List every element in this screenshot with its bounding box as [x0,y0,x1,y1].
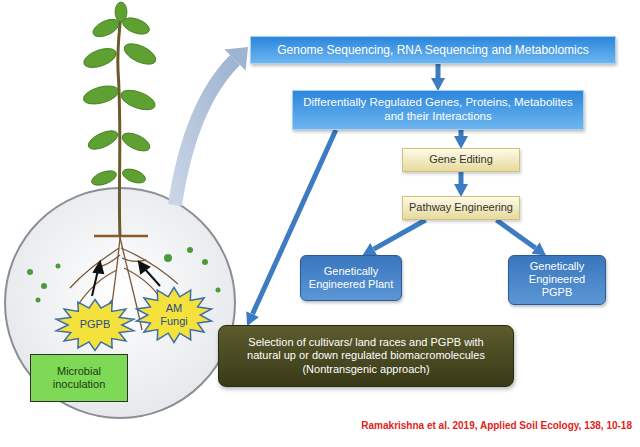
leaf [86,127,121,153]
curved-arrow-head [224,47,248,71]
leaf [119,129,152,154]
leaf [90,16,121,41]
step-box: Gene Editing [402,148,520,172]
process-box: Genome Sequencing, RNA Sequencing and Me… [250,36,616,64]
inoculation-arrows [92,262,160,296]
microbe-dot [187,247,193,253]
starburst: PGPB [54,298,136,352]
outcome-box: Genetically Engineered PGPB [508,255,606,305]
flow-arrow [374,220,426,249]
approach-box: Selection of cultivars/ land races and P… [218,325,514,387]
microbe-dot [202,259,208,265]
box-label: Genome Sequencing, RNA Sequencing and Me… [277,43,589,57]
flow-arrow [436,64,441,78]
root [120,237,142,330]
leaf [118,86,157,113]
leaf [90,168,119,188]
root [78,270,117,305]
box-label: PGPB [80,318,111,331]
inoculation-arrow [92,270,98,296]
microbe-dot [56,264,61,269]
box-label: Selection of cultivars/ land races and P… [231,336,501,376]
box-label: AM Fungi [154,302,194,328]
outcome-box: Genetically Engineered Plant [300,255,402,301]
box-label: Microbial inoculation [37,365,121,391]
root [122,258,146,261]
flow-arrow [459,172,464,184]
arrow-head [94,262,103,273]
curved-arrow-body [175,60,235,205]
leaf [121,40,159,69]
arrow-head [139,262,149,273]
box-label: Differentially Regulated Genes, Proteins… [301,96,575,124]
leaf [121,166,148,185]
leaf [120,15,151,38]
leaves [81,2,158,188]
flow-arrow [459,130,464,136]
box-label: Gene Editing [429,153,493,166]
process-box: Differentially Regulated Genes, Proteins… [292,90,584,130]
leaf [82,83,121,108]
step-box: Pathway Engineering [402,196,520,220]
big-curved-arrow [175,47,248,205]
microbe-dot [164,254,172,262]
box-label: Pathway Engineering [409,201,513,214]
box-label: Genetically Engineered PGPB [515,260,599,300]
plant-stem [118,12,121,236]
starburst: AM Fungi [134,286,214,344]
flow-arrow [496,220,535,248]
root [121,248,178,284]
starburst-outline [57,300,134,351]
microbe-dots [27,247,221,303]
microbe-dot [216,288,221,293]
citation: Ramakrishna et al. 2019, Applied Soil Ec… [361,420,632,431]
box-label: Genetically Engineered Plant [307,265,395,291]
microbe-dot [27,269,33,275]
leaf [81,45,118,72]
inoculation-box: Microbial inoculation [30,354,128,402]
microbe-dot [41,283,47,289]
microbe-dot [36,298,41,303]
inoculation-arrow [144,268,160,286]
starburst-outline [137,288,212,343]
